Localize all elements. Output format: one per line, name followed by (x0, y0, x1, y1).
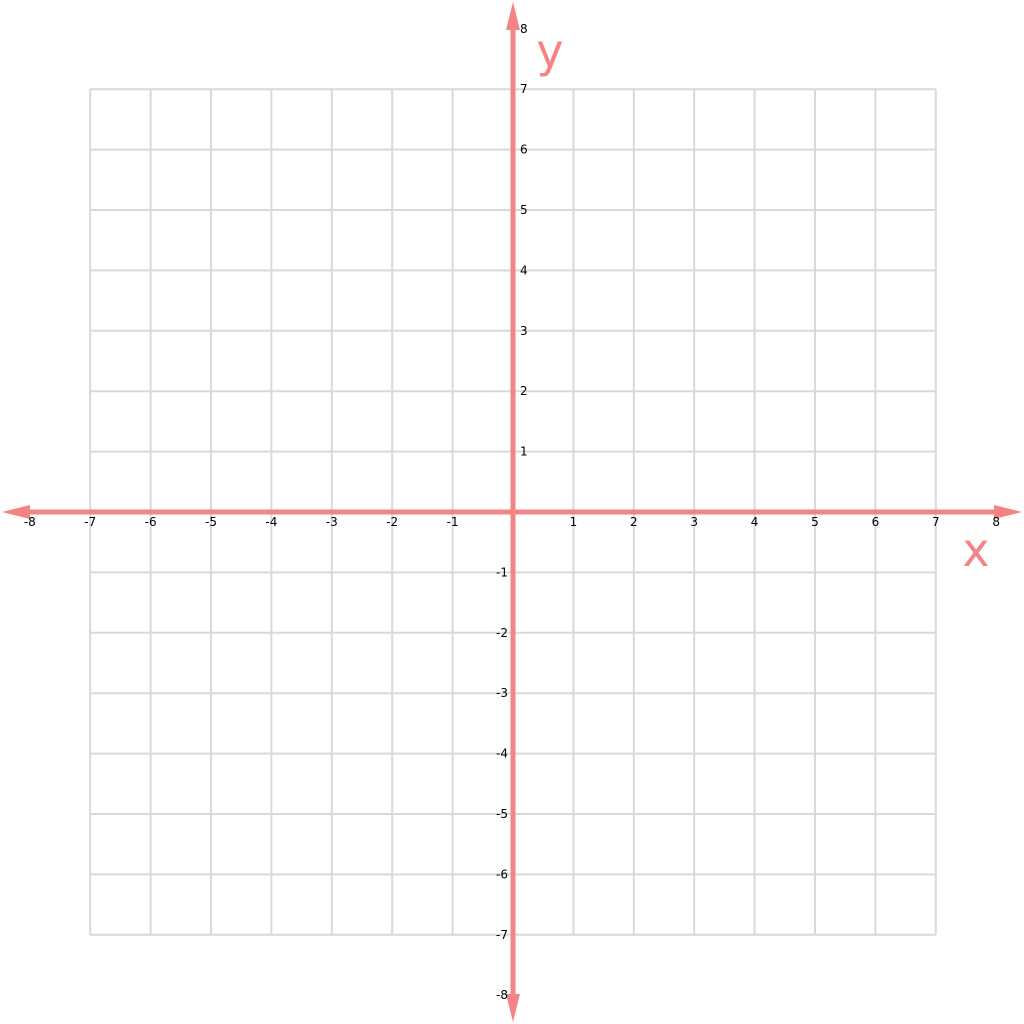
y-axis-arrow-up (506, 2, 520, 30)
y-axis-label: y (536, 24, 563, 78)
y-tick-label: 3 (520, 324, 528, 338)
x-tick-label: 4 (751, 515, 759, 529)
y-tick-label: 6 (520, 143, 528, 157)
x-tick-label: -8 (24, 515, 36, 529)
y-axis-arrow-down (506, 994, 520, 1022)
x-tick-label: 8 (992, 515, 1000, 529)
x-tick-label: 7 (932, 515, 940, 529)
y-tick-label: 8 (520, 22, 528, 36)
y-tick-label: 5 (520, 203, 528, 217)
x-tick-label: -1 (447, 515, 459, 529)
y-tick-label: -3 (496, 686, 508, 700)
tick-labels: -8 -7 -6 -5 -4 -3 -2 -1 1 2 3 4 5 6 7 8 8 7 6 5 4 3 2 1 -1 -2 -3 -4… (24, 22, 1000, 1002)
x-tick-label: -3 (326, 515, 338, 529)
x-axis-label: x (962, 523, 989, 577)
y-tick-label: -2 (496, 626, 508, 640)
y-tick-label: 4 (520, 263, 528, 277)
y-tick-label: -7 (496, 928, 508, 942)
y-tick-label: 2 (520, 384, 528, 398)
x-tick-label: 6 (872, 515, 880, 529)
y-tick-label: -6 (496, 867, 508, 881)
y-tick-label: 7 (520, 82, 528, 96)
x-tick-label: -2 (386, 515, 398, 529)
y-tick-label: -4 (496, 747, 508, 761)
x-tick-label: 5 (811, 515, 819, 529)
x-tick-label: -7 (84, 515, 96, 529)
x-axis-arrow-left (2, 505, 30, 519)
y-tick-label: 1 (520, 445, 528, 459)
y-tick-label: -1 (496, 565, 508, 579)
x-tick-label: -5 (205, 515, 217, 529)
y-tick-label: -5 (496, 807, 508, 821)
y-tick-label: -8 (496, 988, 508, 1002)
x-tick-label: -4 (265, 515, 277, 529)
x-tick-label: 3 (690, 515, 698, 529)
x-tick-label: -6 (145, 515, 157, 529)
x-axis-arrow-right (994, 505, 1022, 519)
x-tick-label: 1 (570, 515, 578, 529)
x-tick-label: 2 (630, 515, 638, 529)
